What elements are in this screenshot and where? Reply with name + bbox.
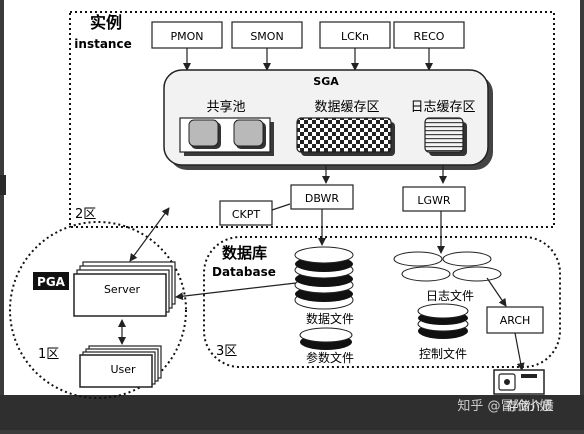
arrow-arch-storage bbox=[514, 332, 525, 371]
ckpt-label: CKPT bbox=[232, 208, 261, 221]
process-reco: RECO bbox=[393, 21, 465, 49]
server-window-stack: Server bbox=[73, 261, 176, 317]
database-boundary bbox=[203, 236, 561, 368]
line-ckpt-dbwr bbox=[271, 203, 291, 211]
process-pmon-label: PMON bbox=[170, 30, 203, 43]
client-boundary bbox=[9, 221, 187, 399]
log-buffer-label: 日志缓存区 bbox=[410, 100, 475, 115]
user-window-stack: User bbox=[79, 345, 162, 388]
sga-label: SGA bbox=[313, 75, 339, 88]
zone-3-label: 3区 bbox=[216, 344, 237, 359]
database-title-cn: 数据库 bbox=[222, 244, 267, 262]
ckpt-process: CKPT bbox=[219, 200, 273, 226]
log-files-label: 日志文件 bbox=[426, 288, 474, 303]
process-smon: SMON bbox=[231, 21, 303, 49]
param-files-stack bbox=[299, 327, 353, 350]
bottom-dark-band bbox=[0, 395, 584, 430]
process-smon-label: SMON bbox=[250, 30, 283, 43]
pga-badge: PGA bbox=[33, 272, 69, 290]
server-label: Server bbox=[104, 283, 141, 296]
process-lckn-label: LCKn bbox=[341, 30, 369, 43]
arrow-server-instance bbox=[129, 207, 170, 262]
instance-boundary bbox=[69, 11, 555, 228]
pga-label: PGA bbox=[37, 275, 66, 289]
data-files-stack bbox=[294, 246, 354, 310]
database-title-en: Database bbox=[212, 265, 276, 279]
lgwr-process: LGWR bbox=[402, 186, 466, 212]
shared-pool-label: 共享池 bbox=[206, 99, 245, 115]
buffer-cache-label: 数据缓存区 bbox=[314, 100, 379, 115]
instance-title-cn: 实例 bbox=[90, 13, 122, 32]
log-files-group bbox=[393, 251, 502, 282]
zone-2-label: 2区 bbox=[75, 207, 96, 222]
buffer-cache-block bbox=[296, 117, 395, 156]
dbwr-process: DBWR bbox=[290, 184, 354, 210]
param-files-label: 参数文件 bbox=[306, 350, 354, 365]
instance-title-en: instance bbox=[74, 37, 131, 51]
dbwr-label: DBWR bbox=[305, 192, 340, 205]
watermark-text: 知乎 @冒险小妞 bbox=[457, 398, 552, 414]
process-reco-label: RECO bbox=[414, 30, 445, 43]
user-label: User bbox=[110, 363, 136, 376]
process-lckn: LCKn bbox=[319, 21, 391, 49]
lgwr-label: LGWR bbox=[417, 194, 451, 207]
process-pmon: PMON bbox=[151, 21, 223, 49]
storage-medium-label: 存储介质 bbox=[506, 398, 554, 413]
arrow-logfiles-arch bbox=[486, 277, 507, 307]
log-buffer-block bbox=[424, 117, 467, 156]
control-files-label: 控制文件 bbox=[419, 346, 467, 361]
left-edge-mark bbox=[0, 175, 6, 195]
storage-medium-icon bbox=[493, 369, 545, 395]
shared-pool-block bbox=[179, 117, 274, 156]
arch-label: ARCH bbox=[500, 314, 531, 327]
arrow-server-datafiles bbox=[175, 282, 297, 301]
zone-1-label: 1区 bbox=[38, 347, 59, 362]
control-files-stack bbox=[417, 303, 469, 339]
arch-process: ARCH bbox=[486, 306, 544, 334]
data-files-label: 数据文件 bbox=[306, 311, 354, 326]
